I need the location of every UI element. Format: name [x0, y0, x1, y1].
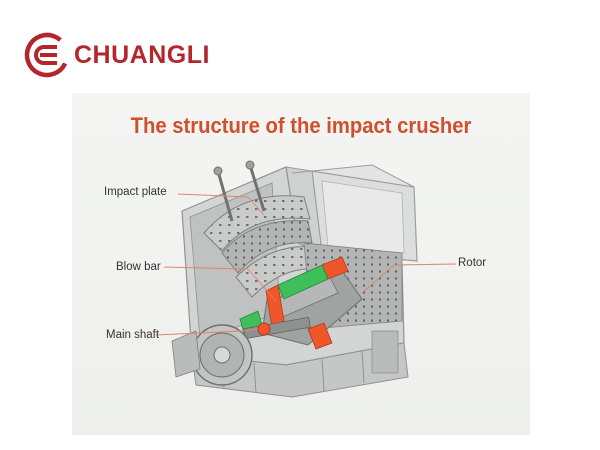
impact-crusher-illustration [155, 160, 457, 398]
main-shaft-part [243, 316, 311, 340]
impact-plate-part [203, 160, 315, 298]
flywheel [171, 324, 253, 386]
blow-bar-part [265, 284, 285, 328]
callout-impact-plate: Impact plate [104, 186, 167, 198]
callout-blow-bar: Blow bar [116, 261, 161, 273]
diagram-title: The structure of the impact crusher [130, 113, 472, 138]
callout-main-shaft: Main shaft [106, 329, 160, 341]
callout-rotor: Rotor [458, 257, 487, 269]
brand-logo: CHUANGLI [24, 32, 210, 78]
double-c-logo-icon [24, 32, 70, 78]
brand-name: CHUANGLI [74, 40, 210, 69]
leader-lines [155, 193, 457, 336]
diagram-panel: The structure of the impact crusher [72, 93, 530, 435]
